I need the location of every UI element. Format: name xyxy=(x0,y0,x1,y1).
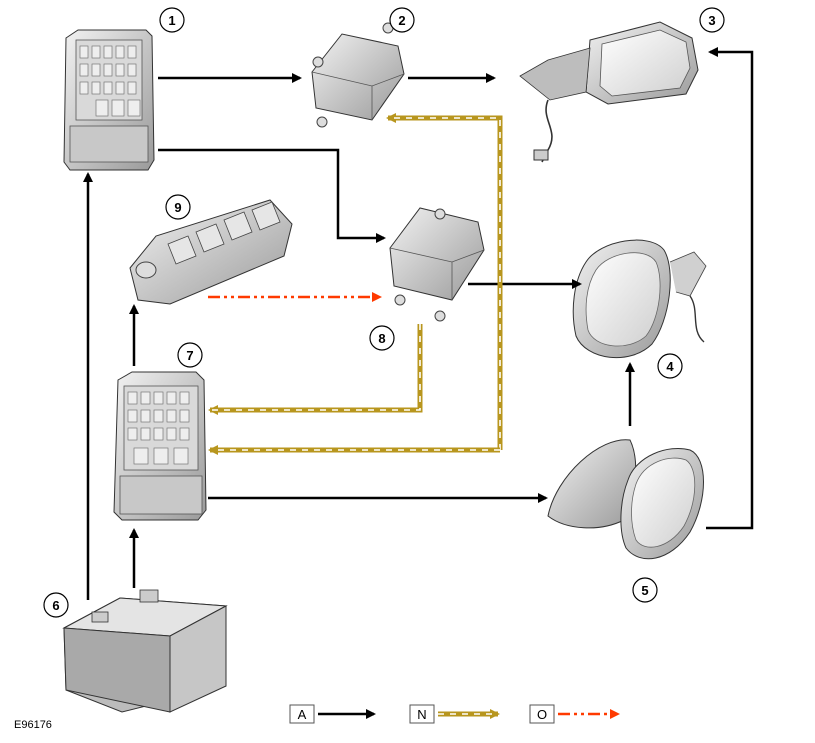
window-switch-pack-icon xyxy=(129,199,293,305)
svg-text:A: A xyxy=(298,707,307,722)
figure-reference: E96176 xyxy=(14,719,52,731)
svg-text:6: 6 xyxy=(52,598,59,613)
svg-text:5: 5 xyxy=(641,583,648,598)
svg-text:3: 3 xyxy=(708,13,715,28)
svg-text:7: 7 xyxy=(186,348,193,363)
callout-4: 4 xyxy=(657,353,683,379)
mirror-glass-icon xyxy=(572,239,707,359)
callout-6: 6 xyxy=(43,592,69,618)
callout-2: 2 xyxy=(389,7,415,33)
battery-icon xyxy=(62,589,228,713)
control-module-icon xyxy=(389,207,485,322)
svg-text:2: 2 xyxy=(398,13,405,28)
svg-text:O: O xyxy=(537,707,547,722)
link-5-to-3 xyxy=(706,47,754,530)
interior-mirror-icon xyxy=(547,439,704,560)
legend: A N O xyxy=(289,704,620,724)
callout-7: 7 xyxy=(177,342,203,368)
callout-8: 8 xyxy=(369,325,395,351)
link-1-to-8 xyxy=(158,148,386,243)
svg-text:1: 1 xyxy=(168,13,175,28)
control-module-icon xyxy=(311,22,405,128)
callout-1: 1 xyxy=(159,7,185,33)
callout-9: 9 xyxy=(165,194,191,220)
svg-text:4: 4 xyxy=(666,359,674,374)
fuse-box-icon xyxy=(63,29,155,171)
callout-5: 5 xyxy=(632,577,658,603)
callout-3: 3 xyxy=(699,7,725,33)
legend-item-o: O xyxy=(529,704,620,724)
svg-text:N: N xyxy=(417,707,426,722)
fuse-box-icon xyxy=(113,371,207,521)
svg-text:9: 9 xyxy=(174,200,181,215)
legend-item-a: A xyxy=(289,704,376,724)
svg-text:8: 8 xyxy=(378,331,385,346)
legend-item-n: N xyxy=(409,704,500,724)
exterior-mirror-icon xyxy=(519,21,699,163)
